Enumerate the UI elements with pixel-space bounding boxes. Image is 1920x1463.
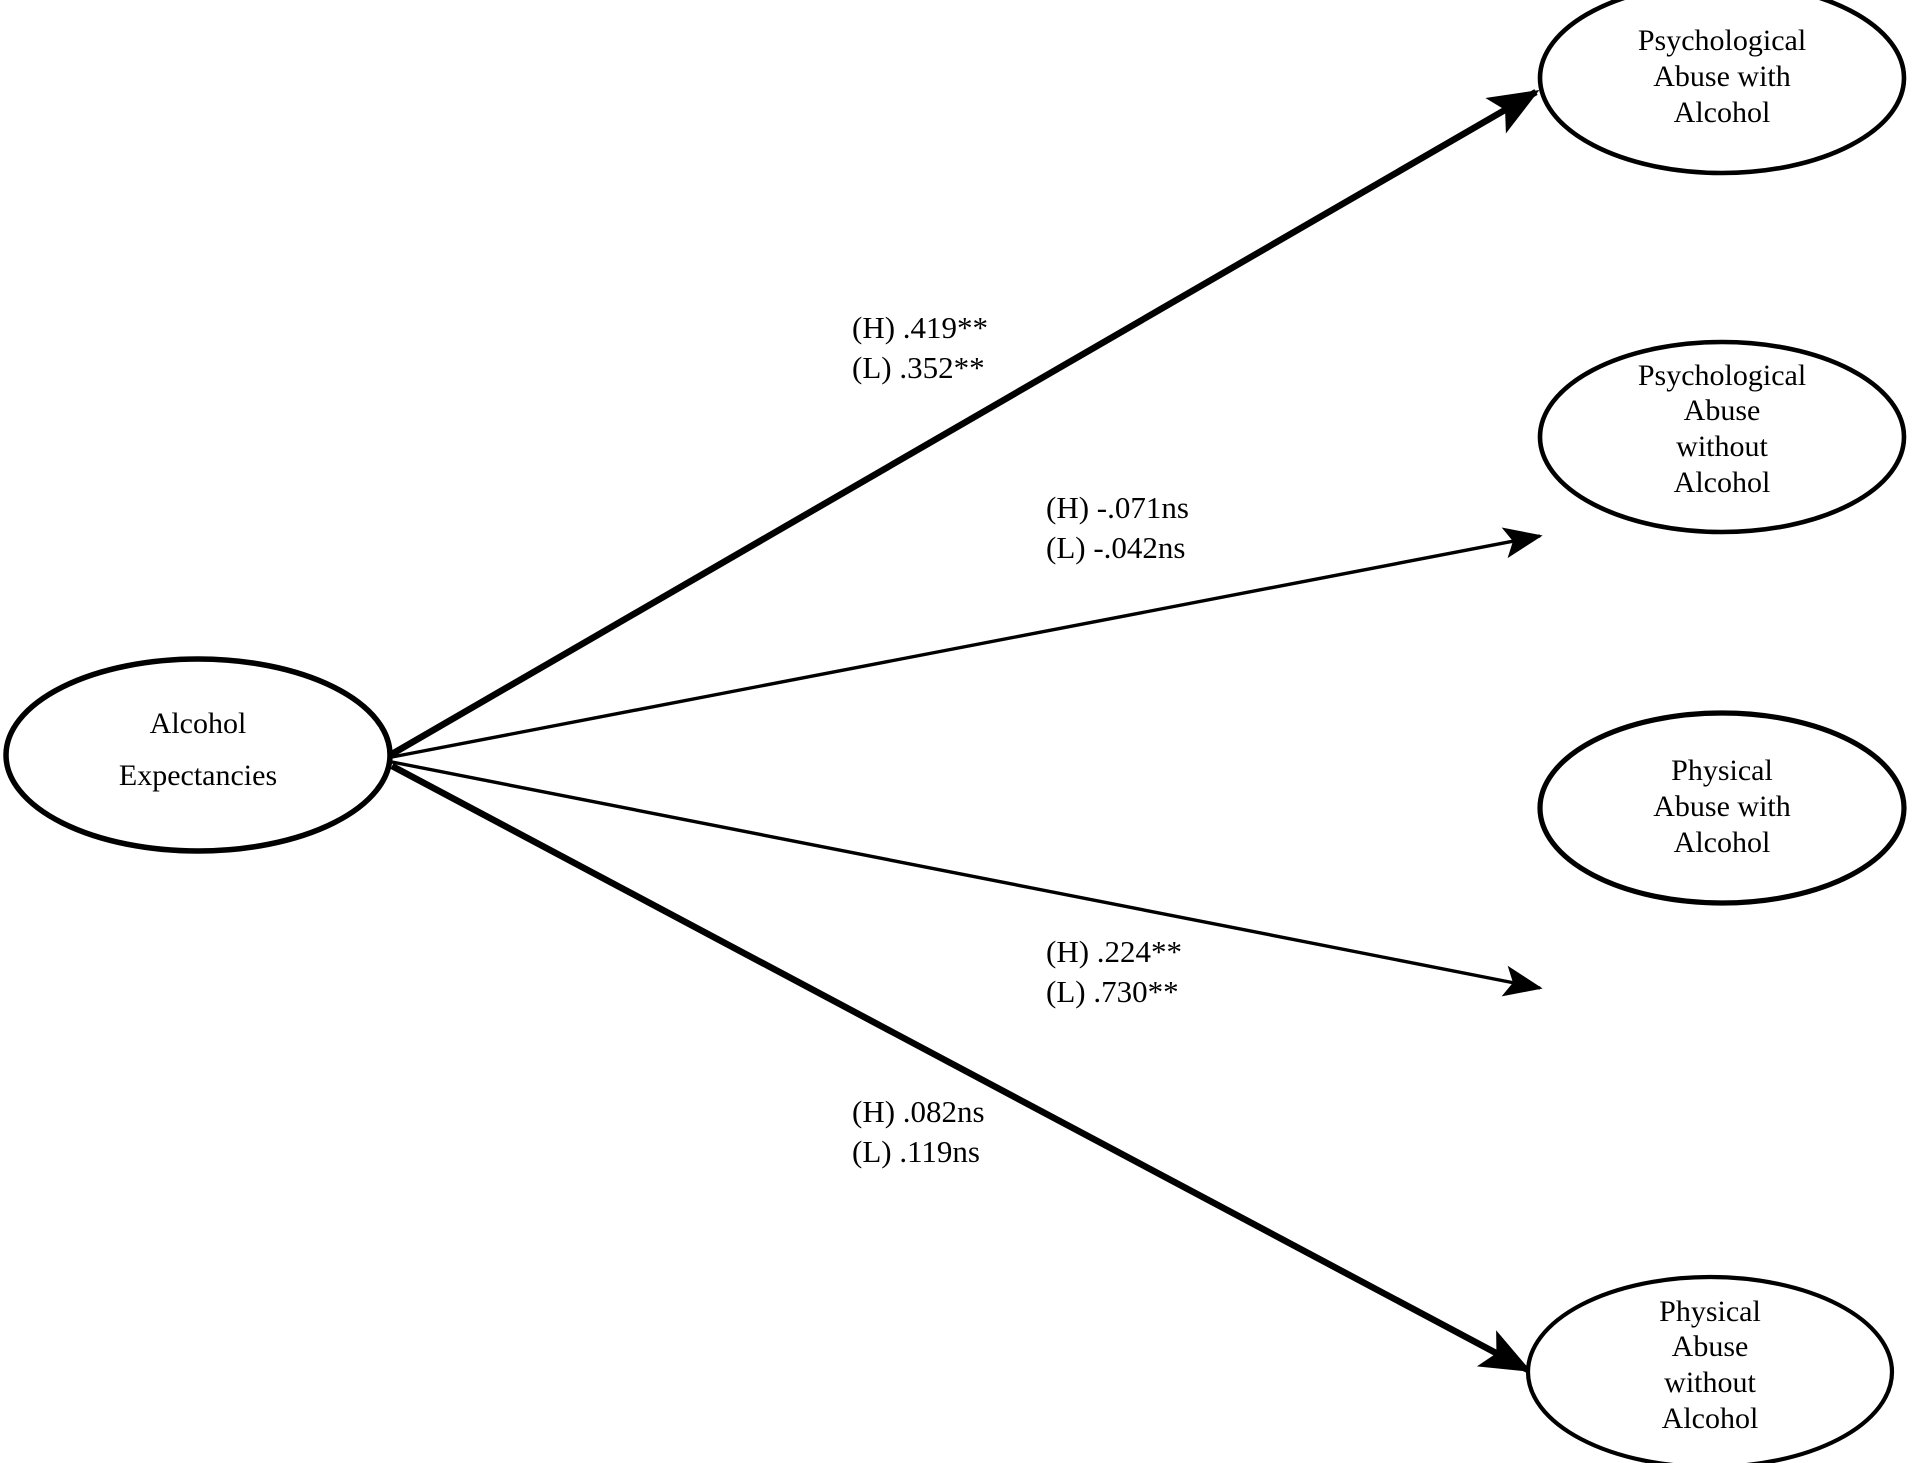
edge-line	[390, 89, 1540, 757]
node-label-line-3: Alcohol	[1674, 96, 1771, 129]
node-label-line-4: Alcohol	[1674, 466, 1771, 499]
node-label-line-3: Alcohol	[1674, 826, 1771, 859]
node-label-line-1: Physical	[1659, 1295, 1761, 1328]
edge-line	[391, 760, 1543, 997]
node-ellipse-shape	[1537, 0, 1907, 176]
edge-label-low: (L) -.042ns	[1046, 530, 1185, 565]
edge-label-physical-with-alcohol: (H) .224** (L) .730**	[1046, 934, 1182, 1009]
edge-label-low: (L) .352**	[852, 350, 985, 385]
edge-path-psych-with-alcohol	[390, 89, 1540, 757]
node-psychological-abuse-with-alcohol[interactable]: Psychological Abuse with Alcohol	[1537, 0, 1907, 176]
node-label-line-1: Psychological	[1638, 24, 1806, 57]
edge-label-high: (H) -.071ns	[1046, 490, 1189, 525]
node-ellipse-shape	[1537, 339, 1907, 535]
edge-label-high: (H) .082ns	[852, 1094, 985, 1129]
node-label-line-3: without	[1676, 430, 1768, 463]
edge-path-physical-with-alcohol	[391, 760, 1543, 997]
node-label-line-2: Abuse with	[1653, 790, 1791, 823]
edge-label-low: (L) .730**	[1046, 974, 1179, 1009]
node-ellipse-shape	[1537, 710, 1907, 906]
node-label-line-2: Abuse	[1684, 394, 1761, 427]
edge-label-psych-without-alcohol: (H) -.071ns (L) -.042ns	[1046, 490, 1189, 565]
edge-label-high: (H) .419**	[852, 310, 988, 345]
edge-label-psych-with-alcohol: (H) .419** (L) .352**	[852, 310, 988, 385]
node-label-line-4: Alcohol	[1662, 1402, 1759, 1435]
edge-path-psych-without-alcohol	[391, 527, 1543, 759]
edge-path-physical-without-alcohol	[390, 763, 1532, 1373]
edge-label-physical-without-alcohol: (H) .082ns (L) .119ns	[852, 1094, 985, 1169]
node-label-line-2: Abuse with	[1653, 60, 1791, 93]
node-label-line-3: without	[1664, 1366, 1756, 1399]
node-physical-abuse-without-alcohol[interactable]: Physical Abuse without Alcohol	[1525, 1274, 1895, 1463]
node-psychological-abuse-without-alcohol[interactable]: Psychological Abuse without Alcohol	[1537, 339, 1907, 535]
node-ellipse-shape	[1525, 1274, 1895, 1463]
edge-line	[390, 763, 1532, 1373]
node-label-line-1: Alcohol	[150, 707, 247, 740]
edge-line	[391, 527, 1543, 759]
node-alcohol-expectancies[interactable]: Alcohol Expectancies	[3, 656, 393, 854]
edge-label-high: (H) .224**	[1046, 934, 1182, 969]
node-ellipse-shape	[3, 656, 393, 854]
node-label-line-2: Expectancies	[119, 759, 277, 792]
node-label-line-1: Psychological	[1638, 359, 1806, 392]
edge-label-low: (L) .119ns	[852, 1134, 980, 1169]
node-label-line-2: Abuse	[1672, 1330, 1749, 1363]
node-label-line-1: Physical	[1671, 754, 1773, 787]
node-physical-abuse-with-alcohol[interactable]: Physical Abuse with Alcohol	[1537, 710, 1907, 906]
